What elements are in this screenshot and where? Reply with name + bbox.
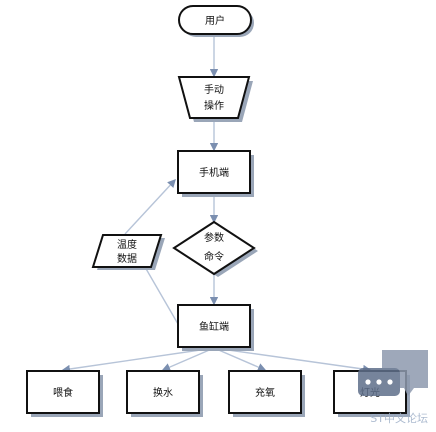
watermark: ST中文论坛 — [358, 350, 428, 425]
node-phone-shape — [177, 150, 251, 194]
node-feed: 喂食 — [26, 370, 103, 417]
connectors — [61, 36, 372, 374]
node-temperature-data-shape — [91, 234, 163, 268]
node-oxygen-label: 充氧 — [255, 386, 275, 399]
node-phone: 手机端 — [177, 150, 254, 197]
connector-temp-to-phone — [124, 178, 176, 235]
node-user-shape — [178, 5, 252, 35]
node-temperature-data: 温度 数据 — [91, 234, 165, 270]
node-manual-operation-label-line2: 操作 — [204, 99, 224, 112]
node-parameter-command-shape — [172, 220, 256, 276]
connector-tank-to-oxygen — [213, 347, 267, 372]
node-fish-tank-shape — [177, 304, 251, 348]
node-parameter-command-label-line1: 参数 — [204, 231, 224, 244]
node-feed-label: 喂食 — [53, 386, 73, 399]
node-fish-tank: 鱼缸端 — [177, 304, 254, 351]
node-water-change-label: 换水 — [153, 386, 173, 399]
node-user-label: 用户 — [205, 14, 225, 27]
watermark-dot-1-icon — [365, 379, 371, 385]
node-user: 用户 — [178, 5, 254, 37]
connector-tank-to-feed — [61, 347, 215, 374]
watermark-dot-2-icon — [376, 379, 382, 385]
node-manual-operation-label-line1: 手动 — [204, 83, 224, 96]
node-feed-shape — [26, 370, 100, 414]
node-manual-operation-shape — [177, 76, 251, 119]
node-oxygen: 充氧 — [228, 370, 305, 417]
node-parameter-command-label-line2: 命令 — [204, 250, 224, 263]
node-parameter-command: 参数 命令 — [172, 220, 258, 277]
node-manual-operation: 手动 操作 — [177, 76, 253, 122]
connector-tank-to-light — [213, 347, 372, 374]
node-temperature-data-label-line1: 温度 — [117, 238, 137, 251]
node-fish-tank-label: 鱼缸端 — [199, 320, 229, 333]
node-water-change: 换水 — [126, 370, 203, 417]
connector-tank-to-temp — [144, 266, 179, 325]
watermark-dot-3-icon — [387, 379, 393, 385]
node-water-change-shape — [126, 370, 200, 414]
node-temperature-data-label-line2: 数据 — [117, 252, 137, 265]
node-phone-label: 手机端 — [199, 166, 229, 179]
watermark-text: ST中文论坛 — [370, 411, 428, 425]
connector-tank-to-water — [161, 347, 215, 372]
node-oxygen-shape — [228, 370, 302, 414]
